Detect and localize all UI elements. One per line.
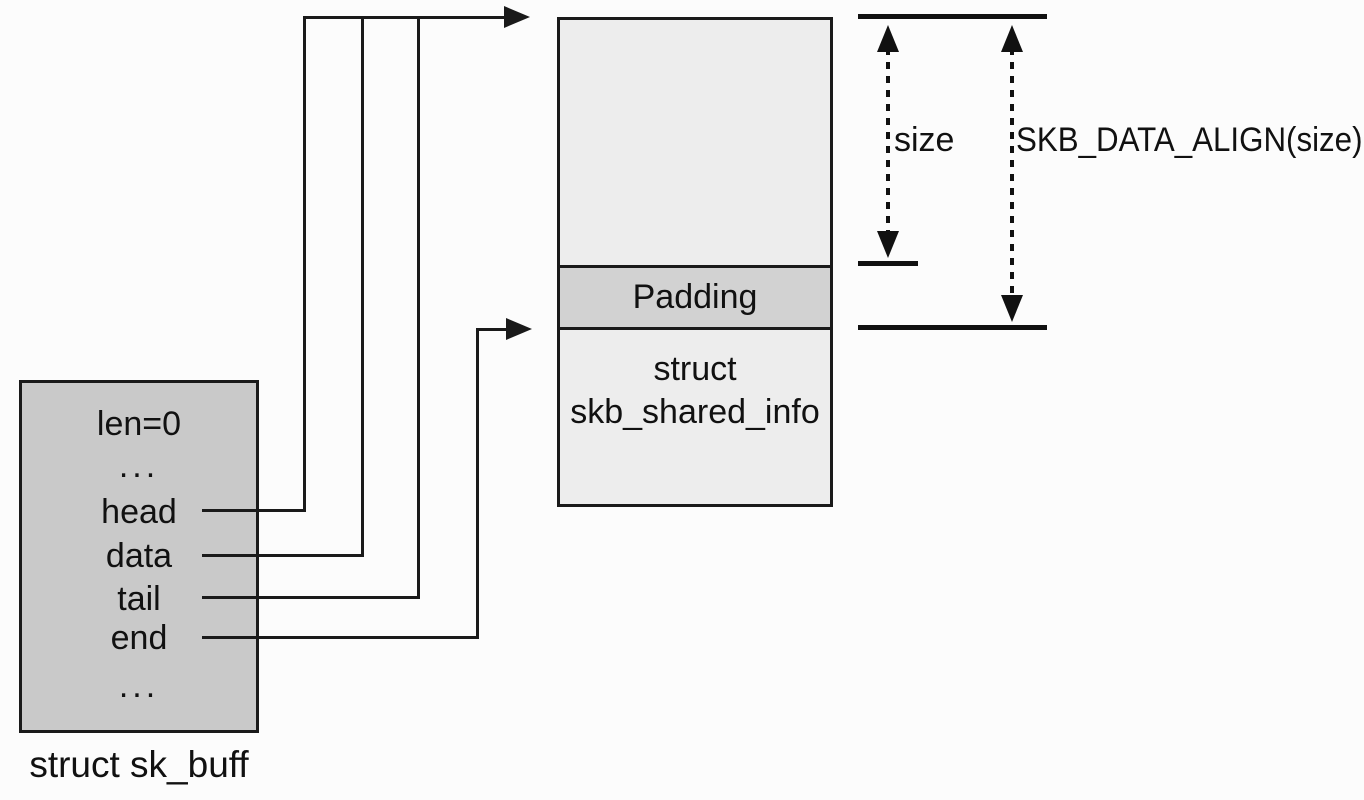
field-end: end — [110, 619, 168, 657]
field-ellipsis-bottom: ... — [118, 667, 160, 705]
buffer-start-arrowhead-icon — [504, 6, 530, 28]
padding-label: Padding — [632, 278, 758, 316]
shared-info-label-line1: struct — [653, 350, 737, 388]
end-arrowhead-icon — [506, 318, 532, 340]
end-arrow-shaft — [476, 328, 508, 331]
buffer-start-arrow-shaft — [303, 16, 505, 19]
field-len: len=0 — [96, 405, 182, 443]
end-pointer-line-vertical — [476, 328, 479, 639]
measure-tick-size-end — [858, 261, 918, 266]
field-data: data — [105, 537, 173, 575]
data-pointer-line-vertical — [361, 16, 364, 557]
measure-tick-align-end — [858, 325, 1047, 330]
tail-pointer-line-horizontal — [202, 596, 420, 599]
data-buffer-box: Padding struct skb_shared_info — [557, 17, 833, 507]
align-dotted-line — [1010, 48, 1014, 300]
data-pointer-line-horizontal — [202, 554, 364, 557]
field-ellipsis-top: ... — [118, 447, 160, 485]
align-arrow-up-icon — [1001, 25, 1023, 52]
field-tail: tail — [117, 580, 161, 618]
buffer-padding-section: Padding — [560, 265, 830, 330]
head-pointer-line-vertical — [303, 16, 306, 512]
field-head: head — [101, 493, 177, 531]
tail-pointer-line-vertical — [417, 16, 420, 599]
size-arrow-up-icon — [877, 25, 899, 52]
end-pointer-line-horizontal — [202, 636, 479, 639]
head-pointer-line-horizontal — [202, 509, 306, 512]
size-arrow-down-icon — [877, 231, 899, 258]
buffer-shared-info-section: struct skb_shared_info — [560, 330, 830, 504]
measure-tick-top — [858, 14, 1047, 19]
size-label: size — [894, 121, 955, 159]
buffer-free-space — [560, 20, 830, 265]
align-arrow-down-icon — [1001, 295, 1023, 322]
shared-info-label-line2: skb_shared_info — [570, 393, 820, 431]
skb-data-align-label: SKB_DATA_ALIGN(size) — [1016, 121, 1363, 159]
sk-buff-caption: struct sk_buff — [29, 744, 249, 785]
size-dotted-line — [886, 48, 890, 236]
